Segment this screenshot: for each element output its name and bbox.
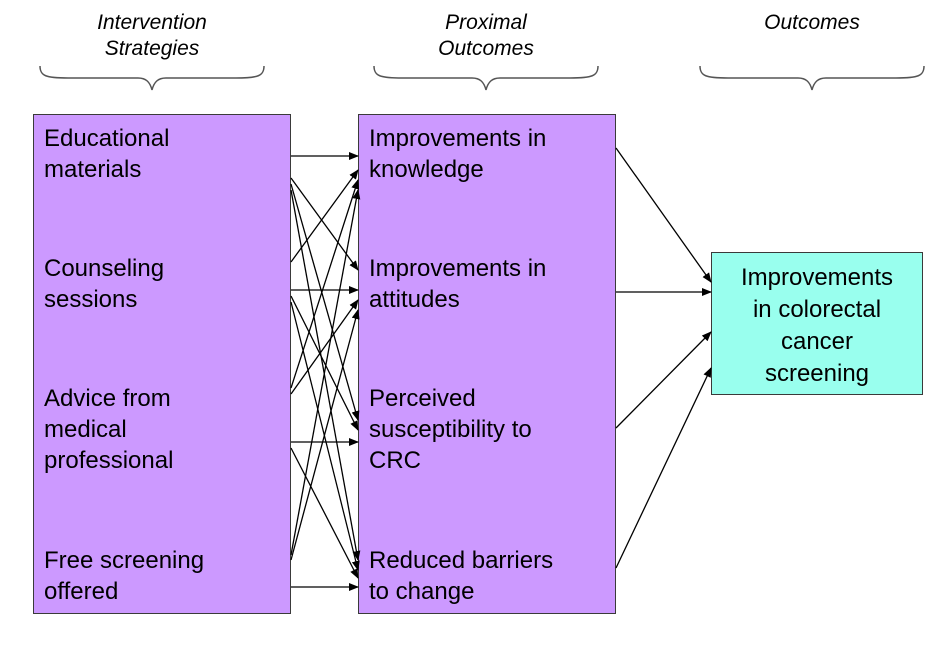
header-proximal-outcomes: Proximal Outcomes bbox=[374, 10, 598, 62]
proximal-reduced-barriers: Reduced barriers to change bbox=[369, 545, 553, 607]
arrow-strategy-2-to-proximal-1 bbox=[290, 299, 359, 395]
text-line: Counseling bbox=[44, 255, 165, 282]
text-line: in colorectal bbox=[752, 296, 882, 323]
header-intervention-strategies: Intervention Strategies bbox=[40, 10, 264, 62]
strategy-advice-medical-professional: Advice from medical professional bbox=[44, 383, 173, 476]
header-line: Outcomes bbox=[438, 37, 534, 60]
arrow-proximal-3-to-outcome bbox=[615, 367, 712, 569]
proximal-knowledge: Improvements in knowledge bbox=[369, 123, 546, 185]
final-outcome-text: Improvements in colorectal cancer screen… bbox=[712, 262, 922, 390]
proximal-outcomes-box: Improvements in knowledge Improvements i… bbox=[358, 114, 616, 614]
header-line: Intervention bbox=[97, 11, 207, 34]
text-line: screening bbox=[764, 360, 870, 387]
text-line: attitudes bbox=[369, 286, 460, 313]
final-outcome-box: Improvements in colorectal cancer screen… bbox=[711, 252, 923, 395]
header-outcomes: Outcomes bbox=[700, 10, 924, 36]
arrow-proximal-2-to-outcome bbox=[615, 331, 712, 429]
brace-strategies bbox=[39, 65, 265, 91]
header-line: Strategies bbox=[104, 37, 200, 60]
text-line: cancer bbox=[780, 328, 854, 355]
strategy-free-screening: Free screening offered bbox=[44, 545, 204, 607]
text-line: knowledge bbox=[369, 156, 484, 183]
text-line: Perceived bbox=[369, 385, 476, 412]
text-line: to change bbox=[369, 578, 475, 605]
strategies-box: Educational materials Counseling session… bbox=[33, 114, 291, 614]
header-line: Outcomes bbox=[764, 11, 860, 34]
strategy-counseling-sessions: Counseling sessions bbox=[44, 253, 164, 315]
header-line: Proximal bbox=[445, 11, 527, 34]
arrow-strategy-1-to-proximal-2 bbox=[290, 295, 359, 431]
arrow-strategy-0-to-proximal-1 bbox=[290, 177, 359, 271]
text-line: professional bbox=[44, 447, 174, 474]
text-line: susceptibility to bbox=[369, 416, 532, 443]
text-line: Educational bbox=[44, 125, 170, 152]
text-line: Improvements in bbox=[369, 125, 547, 152]
brace-outcomes bbox=[699, 65, 925, 91]
arrow-strategy-0-to-proximal-2 bbox=[290, 183, 360, 421]
text-line: Reduced barriers bbox=[369, 547, 554, 574]
proximal-attitudes: Improvements in attitudes bbox=[369, 253, 546, 315]
text-line: materials bbox=[44, 156, 142, 183]
text-line: sessions bbox=[44, 286, 138, 313]
text-line: Improvements in bbox=[369, 255, 547, 282]
text-line: Free screening bbox=[44, 547, 205, 574]
text-line: medical bbox=[44, 416, 127, 443]
arrow-strategy-2-to-proximal-0 bbox=[290, 179, 360, 389]
arrow-proximal-0-to-outcome bbox=[615, 147, 712, 283]
arrow-strategy-1-to-proximal-0 bbox=[290, 169, 359, 263]
text-line: CRC bbox=[369, 447, 421, 474]
text-line: offered bbox=[44, 578, 119, 605]
text-line: Advice from bbox=[44, 385, 171, 412]
arrow-strategy-3-to-proximal-0 bbox=[290, 189, 361, 556]
strategy-educational-materials: Educational materials bbox=[44, 123, 169, 185]
text-line: Improvements bbox=[740, 264, 894, 291]
brace-proximal bbox=[373, 65, 599, 91]
proximal-susceptibility: Perceived susceptibility to CRC bbox=[369, 383, 532, 476]
arrow-strategy-2-to-proximal-3 bbox=[290, 447, 359, 579]
arrow-strategy-3-to-proximal-1 bbox=[290, 309, 360, 561]
